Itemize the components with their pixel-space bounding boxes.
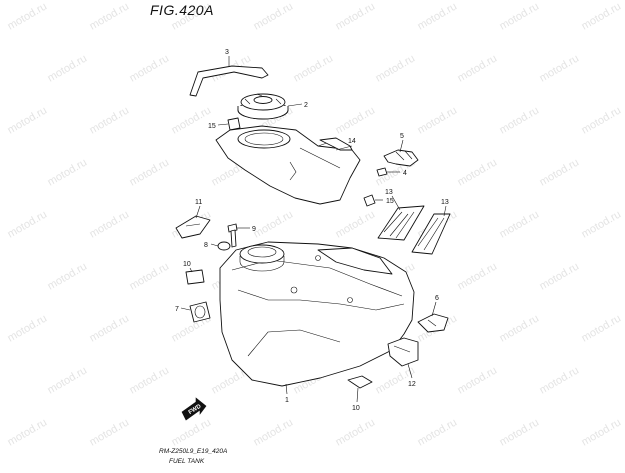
watermark-text: motod.ru (498, 104, 542, 136)
callout-7: 7 (175, 306, 179, 313)
watermark-text: motod.ru (334, 208, 378, 240)
watermark-text: motod.ru (170, 104, 214, 136)
figure-title: FIG.420A (150, 2, 214, 18)
bolt-small-part (376, 167, 388, 177)
watermark-text: motod.ru (46, 52, 90, 84)
watermark-layer: motod.ru motod.ru motod.ru motod.ru motod.ru… (6, 0, 624, 448)
cushion-bottom-part (347, 375, 373, 389)
watermark-text: motod.ru (498, 312, 542, 344)
watermark-text: motod.ru (456, 52, 500, 84)
watermark-text: motod.ru (580, 416, 624, 448)
callout-10-left: 10 (183, 261, 191, 268)
tank-cover-part (215, 125, 361, 205)
watermark-text: motod.ru (538, 260, 582, 292)
bracket-right-part (383, 149, 419, 167)
figure-code: RM-Z250L9_E19_420A (159, 448, 228, 455)
watermark-text: motod.ru (456, 156, 500, 188)
watermark-text: motod.ru (6, 208, 50, 240)
callout-4: 4 (403, 170, 407, 177)
watermark-text: motod.ru (88, 208, 132, 240)
watermark-text: motod.ru (416, 104, 460, 136)
breather-hose-part (189, 65, 269, 97)
callout-11: 11 (195, 199, 202, 206)
cushion-pad-right-part (411, 213, 451, 255)
callout-1: 1 (285, 397, 289, 404)
callout-12: 12 (408, 381, 416, 388)
callout-labels: 3 2 15 14 5 4 15 13 13 11 9 8 10 7 1 6 1… (175, 49, 449, 412)
watermark-text: motod.ru (88, 312, 132, 344)
callout-15-lower: 15 (386, 198, 394, 205)
cushion-left-part (185, 269, 205, 285)
leader-lines (180, 56, 447, 403)
watermark-text: motod.ru (416, 0, 460, 32)
watermark-text: motod.ru (46, 260, 90, 292)
watermark-text: motod.ru (6, 312, 50, 344)
callout-5: 5 (400, 133, 404, 140)
watermark-text: motod.ru (374, 52, 418, 84)
watermark-text: motod.ru (46, 364, 90, 396)
watermark-text: motod.ru (498, 0, 542, 32)
callout-2: 2 (304, 102, 308, 109)
callout-9: 9 (252, 226, 256, 233)
collar-part (217, 241, 231, 251)
watermark-text: motod.ru (88, 416, 132, 448)
callout-3: 3 (225, 49, 229, 56)
watermark-text: motod.ru (88, 104, 132, 136)
watermark-text: motod.ru (580, 104, 624, 136)
bolt-part (227, 223, 238, 248)
watermark-text: motod.ru (252, 208, 296, 240)
watermark-text: motod.ru (6, 104, 50, 136)
watermark-text: motod.ru (538, 52, 582, 84)
watermark-text: motod.ru (46, 156, 90, 188)
forward-arrow-icon: FWD (181, 397, 207, 421)
watermark-text: motod.ru (128, 156, 172, 188)
watermark-text: motod.ru (252, 416, 296, 448)
watermark-text: motod.ru (334, 416, 378, 448)
callout-8: 8 (204, 242, 208, 249)
callout-14: 14 (348, 138, 356, 145)
grommet-upper-part (227, 117, 241, 131)
clip-part (417, 313, 449, 333)
grommet-lower-part (363, 194, 376, 207)
watermark-text: motod.ru (6, 416, 50, 448)
watermark-text: motod.ru (580, 0, 624, 32)
callout-13-right: 13 (441, 199, 449, 206)
watermark-text: motod.ru (334, 0, 378, 32)
callout-6: 6 (435, 295, 439, 302)
watermark-text: motod.ru (170, 416, 214, 448)
watermark-text: motod.ru (128, 260, 172, 292)
bracket-left-part (175, 215, 211, 239)
fuel-tank-part (219, 241, 415, 387)
watermark-text: motod.ru (292, 52, 336, 84)
watermark-text: motod.ru (498, 416, 542, 448)
watermark-text: motod.ru (580, 312, 624, 344)
watermark-text: motod.ru (128, 52, 172, 84)
callout-13-left: 13 (385, 189, 393, 196)
watermark-text: motod.ru (88, 0, 132, 32)
fuel-cap-part (237, 93, 289, 120)
watermark-text: motod.ru (538, 156, 582, 188)
watermark-text: motod.ru (456, 364, 500, 396)
watermark-text: motod.ru (252, 0, 296, 32)
watermark-text: motod.ru (6, 0, 50, 32)
mount-rubber-part (189, 301, 211, 323)
watermark-text: motod.ru (456, 260, 500, 292)
cushion-lower-right-part (387, 337, 419, 367)
watermark-text: motod.ru (334, 104, 378, 136)
callout-15-upper: 15 (208, 123, 216, 130)
watermark-text: motod.ru (580, 208, 624, 240)
watermark-text: motod.ru (416, 416, 460, 448)
watermark-text: motod.ru (128, 364, 172, 396)
callout-10-bottom: 10 (352, 405, 360, 412)
watermark-text: motod.ru (498, 208, 542, 240)
watermark-text: motod.ru (538, 364, 582, 396)
cushion-pad-left-part (377, 205, 425, 241)
figure-name: FUEL TANK (169, 458, 205, 465)
